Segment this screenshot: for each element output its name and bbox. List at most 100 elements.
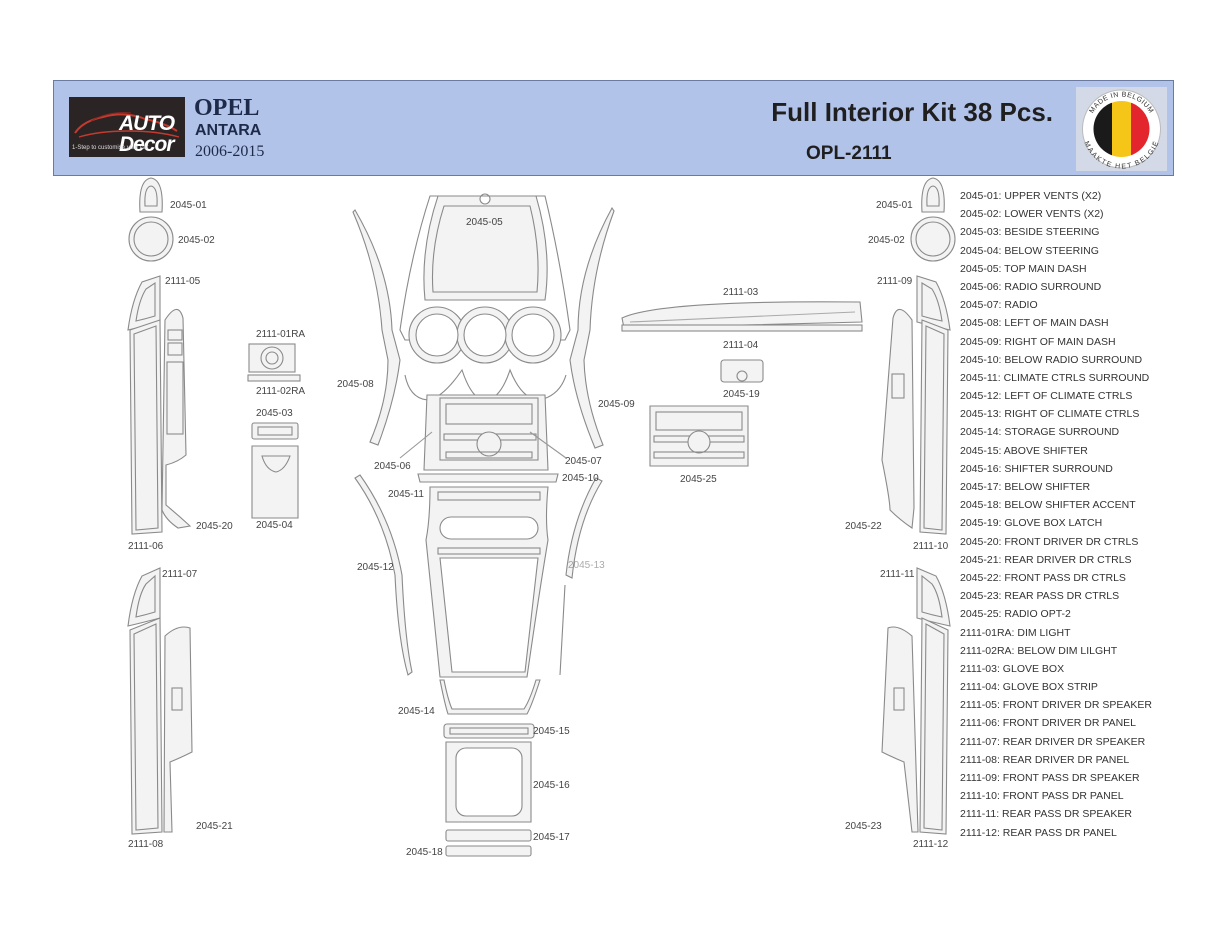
label-2111-12: 2111-12	[913, 839, 949, 850]
label-2045-09: 2045-09	[598, 399, 635, 410]
part-2045-05-frame	[399, 195, 571, 341]
auto-decor-logo: AUTO Decor 1-Step to customise your car	[69, 97, 185, 157]
legend-item: 2045-18: BELOW SHIFTER ACCENT	[960, 499, 1136, 512]
part-2045-17	[445, 829, 532, 842]
car-brand: OPEL	[194, 95, 260, 121]
legend-item: 2045-03: BESIDE STEERING	[960, 226, 1100, 239]
legend-item: 2045-09: RIGHT OF MAIN DASH	[960, 335, 1116, 348]
part-2045-08	[352, 209, 401, 446]
legend-item: 2045-08: LEFT OF MAIN DASH	[960, 317, 1109, 330]
label-2045-16: 2045-16	[533, 780, 570, 791]
label-2045-08: 2045-08	[337, 379, 374, 390]
legend-item: 2045-11: CLIMATE CTRLS SURROUND	[960, 371, 1150, 384]
label-2045-13: 2045-13	[568, 560, 605, 571]
kit-code: OPL-2111	[806, 143, 892, 164]
legend-item: 2045-10: BELOW RADIO SURROUND	[960, 353, 1143, 366]
legend-item: 2045-06: RADIO SURROUND	[960, 280, 1102, 293]
part-2111-10	[919, 319, 949, 535]
legend-item: 2045-01: UPPER VENTS (X2)	[960, 190, 1102, 202]
part-2045-01-right	[921, 177, 945, 213]
label-2045-02-left: 2045-02	[178, 235, 215, 246]
part-2045-10	[417, 473, 559, 483]
part-2045-02-left	[128, 216, 174, 262]
legend-item: 2045-13: RIGHT OF CLIMATE CTRLS	[960, 408, 1140, 421]
logo-wordmark: AUTO Decor	[119, 112, 175, 156]
label-2045-03: 2045-03	[256, 408, 293, 419]
label-2045-22: 2045-22	[845, 521, 882, 532]
label-2111-11: 2111-11	[880, 569, 915, 580]
legend-item: 2045-19: GLOVE BOX LATCH	[960, 517, 1103, 530]
part-2111-07	[127, 567, 161, 627]
legend-item: 2111-01RA: DIM LIGHT	[960, 626, 1071, 639]
label-2045-11: 2045-11	[388, 489, 424, 500]
header-banner: AUTO Decor 1-Step to customise your car …	[53, 80, 1174, 176]
part-2045-02-right	[910, 216, 956, 262]
label-2045-25: 2045-25	[680, 474, 717, 485]
part-2045-18	[445, 845, 532, 857]
part-2111-08	[129, 617, 163, 835]
part-2111-03	[621, 301, 863, 329]
part-2045-22	[881, 308, 915, 529]
legend-item: 2045-07: RADIO	[960, 299, 1038, 312]
legend-item: 2045-20: FRONT DRIVER DR CTRLS	[960, 535, 1139, 548]
label-2111-02ra: 2111-02RA	[256, 386, 305, 397]
part-2045-12	[354, 474, 413, 676]
legend-item: 2045-16: SHIFTER SURROUND	[960, 462, 1113, 475]
part-2045-15	[443, 723, 535, 739]
legend-item: 2045-14: STORAGE SURROUND	[960, 426, 1120, 439]
legend-item: 2111-03: GLOVE BOX	[960, 662, 1065, 675]
legend-item: 2045-17: BELOW SHIFTER	[960, 481, 1091, 493]
label-2111-04: 2111-04	[723, 340, 759, 351]
label-2045-19: 2045-19	[723, 389, 760, 400]
label-2045-12: 2045-12	[357, 562, 394, 573]
made-in-belgium-badge: MADE IN BELGIUM MAAKTE HET BELGIË	[1076, 87, 1167, 171]
part-2045-13	[565, 477, 603, 579]
part-2045-20	[161, 308, 192, 529]
label-2045-23: 2045-23	[845, 821, 882, 832]
part-2111-01ra	[248, 343, 296, 373]
legend-item: 2045-25: RADIO OPT-2	[960, 608, 1071, 621]
legend-item: 2045-04: BELOW STEERING	[960, 244, 1099, 257]
label-2111-09: 2111-09	[877, 276, 913, 287]
part-2111-02ra	[247, 374, 301, 382]
legend-item: 2111-10: FRONT PASS DR PANEL	[960, 790, 1124, 803]
label-2045-01-right: 2045-01	[876, 200, 913, 211]
legend-item: 2045-15: ABOVE SHIFTER	[960, 444, 1088, 457]
legend-item: 2045-05: TOP MAIN DASH	[960, 262, 1087, 275]
label-2045-02-right: 2045-02	[868, 235, 905, 246]
logo-tagline: 1-Step to customise your car	[72, 145, 149, 151]
kit-title: Full Interior Kit 38 Pcs.	[771, 97, 1053, 127]
part-2045-05	[423, 195, 548, 301]
legend-item: 2111-06: FRONT DRIVER DR PANEL	[960, 717, 1137, 730]
label-2045-04: 2045-04	[256, 520, 293, 531]
part-2045-09	[569, 206, 615, 449]
part-2045-04	[251, 445, 299, 519]
legend-item: 2045-21: REAR DRIVER DR CTRLS	[960, 553, 1132, 566]
label-2045-10: 2045-10	[562, 473, 599, 484]
label-2045-06: 2045-06	[374, 461, 411, 472]
label-2111-08: 2111-08	[128, 839, 164, 850]
legend-item: 2111-09: FRONT PASS DR SPEAKER	[960, 772, 1140, 784]
legend-item: 2045-22: FRONT PASS DR CTRLS	[960, 571, 1126, 584]
label-2111-01ra: 2111-01RA	[256, 329, 305, 340]
part-2045-03	[251, 422, 299, 440]
label-2111-03: 2111-03	[723, 287, 759, 298]
legend-item: 2111-02RA: BELOW DIM LILGHT	[960, 644, 1118, 657]
legend-item: 2045-23: REAR PASS DR CTRLS	[960, 590, 1120, 603]
car-years: 2006-2015	[195, 143, 265, 160]
part-2111-12	[919, 617, 949, 835]
label-2111-10: 2111-10	[913, 541, 949, 552]
legend-item: 2111-08: REAR DRIVER DR PANEL	[960, 753, 1130, 766]
car-model: ANTARA	[195, 122, 262, 139]
legend-item: 2111-11: REAR PASS DR SPEAKER	[960, 808, 1132, 821]
legend-item: 2111-04: GLOVE BOX STRIP	[960, 681, 1098, 694]
label-2045-05: 2045-05	[466, 217, 503, 228]
label-2045-14: 2045-14	[398, 706, 435, 717]
legend-item: 2111-07: REAR DRIVER DR SPEAKER	[960, 735, 1146, 748]
legend-item: 2111-12: REAR PASS DR PANEL	[960, 826, 1117, 839]
label-2045-20: 2045-20	[196, 521, 233, 532]
legend-item: 2111-05: FRONT DRIVER DR SPEAKER	[960, 699, 1152, 712]
part-2045-21	[163, 626, 193, 833]
label-2045-15: 2045-15	[533, 726, 570, 737]
